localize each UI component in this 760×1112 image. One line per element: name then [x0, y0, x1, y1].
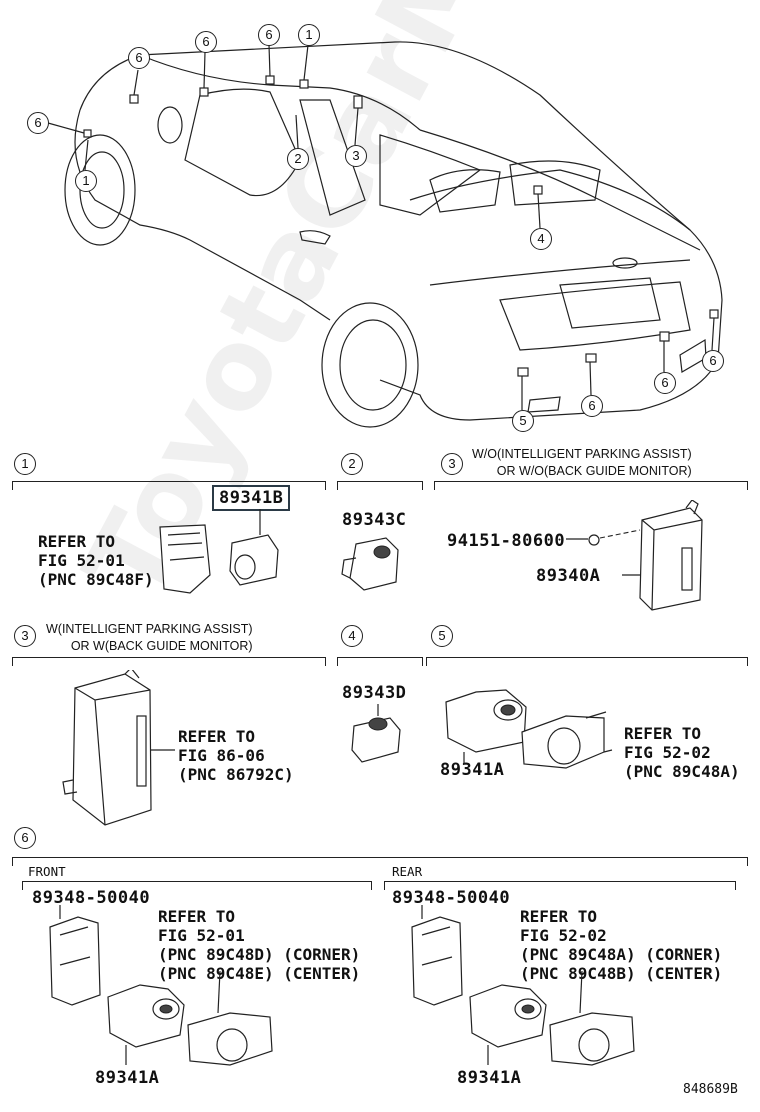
callout-6-front-mid: 6 — [258, 24, 280, 46]
rear-parts-drawing — [411, 905, 635, 1066]
section-5-bracket — [426, 657, 748, 666]
callout-4: 4 — [530, 228, 552, 250]
part-89341B[interactable]: 89341B — [212, 485, 291, 511]
front-bracket — [22, 881, 372, 890]
section-3b-bracket — [12, 657, 326, 666]
section-3b-label: 3 — [14, 625, 36, 647]
callout-1-side: 1 — [75, 170, 97, 192]
section-2-bracket — [337, 481, 423, 490]
section-4-bracket — [337, 657, 423, 666]
rear-bracket — [384, 881, 736, 890]
figure-id: 848689B — [683, 1082, 738, 1097]
part-89341A-section5[interactable]: 89341A — [440, 760, 505, 780]
section-2-part-drawing — [341, 537, 399, 591]
front-refer[interactable]: REFER TO FIG 52-01 (PNC 89C48D) (CORNER)… — [158, 907, 361, 983]
section-5-label: 5 — [431, 625, 453, 647]
section-4-part-drawing — [351, 704, 401, 763]
front-retainer-89348-50040[interactable]: 89348-50040 — [32, 888, 151, 908]
section-1-parts-drawing — [159, 509, 279, 594]
part-89343C[interactable]: 89343C — [342, 510, 407, 530]
rear-title: REAR — [392, 864, 423, 879]
vehicle-illustration — [47, 41, 723, 428]
section-4-label: 4 — [341, 625, 363, 647]
section-6-label: 6 — [14, 827, 36, 849]
callout-6-rear-center: 6 — [581, 395, 603, 417]
front-part-89341A[interactable]: 89341A — [95, 1068, 160, 1088]
callout-6-rear-corner: 6 — [654, 372, 676, 394]
section-3b-condition: W(INTELLIGENT PARKING ASSIST) OR W(BACK … — [46, 622, 253, 653]
callout-2: 2 — [287, 148, 309, 170]
rear-refer[interactable]: REFER TO FIG 52-02 (PNC 89C48A) (CORNER)… — [520, 907, 723, 983]
section-1-refer[interactable]: REFER TO FIG 52-01 (PNC 89C48F) — [38, 532, 154, 589]
front-parts-drawing — [49, 905, 273, 1066]
callout-6-front-top: 6 — [195, 31, 217, 53]
section-5-refer[interactable]: REFER TO FIG 52-02 (PNC 89C48A) — [624, 724, 740, 781]
section-6-bracket — [12, 857, 748, 866]
section-3a-condition: W/O(INTELLIGENT PARKING ASSIST) OR W/O(B… — [472, 447, 692, 478]
section-1-label: 1 — [14, 453, 36, 475]
section-3a-bracket — [434, 481, 748, 490]
section-2-label: 2 — [341, 453, 363, 475]
section-3b-part-drawing — [62, 670, 175, 826]
rear-retainer-89348-50040[interactable]: 89348-50040 — [392, 888, 511, 908]
callout-6-side: 6 — [27, 112, 49, 134]
section-3b-refer[interactable]: REFER TO FIG 86-06 (PNC 86792C) — [178, 727, 294, 784]
section-5-parts-drawing — [445, 689, 613, 769]
part-89343D[interactable]: 89343D — [342, 683, 407, 703]
part-89340A[interactable]: 89340A — [536, 566, 601, 586]
callout-6-front-left: 6 — [128, 47, 150, 69]
callout-1-top: 1 — [298, 24, 320, 46]
bolt-94151-80600[interactable]: 94151-80600 — [447, 531, 566, 551]
section-3a-label: 3 — [441, 453, 463, 475]
section-1-bracket — [12, 481, 326, 490]
rear-part-89341A[interactable]: 89341A — [457, 1068, 522, 1088]
callout-6-rear-side: 6 — [702, 350, 724, 372]
section-3a-part-drawing — [566, 500, 703, 611]
callout-5: 5 — [512, 410, 534, 432]
front-title: FRONT — [28, 864, 66, 879]
callout-3: 3 — [345, 145, 367, 167]
